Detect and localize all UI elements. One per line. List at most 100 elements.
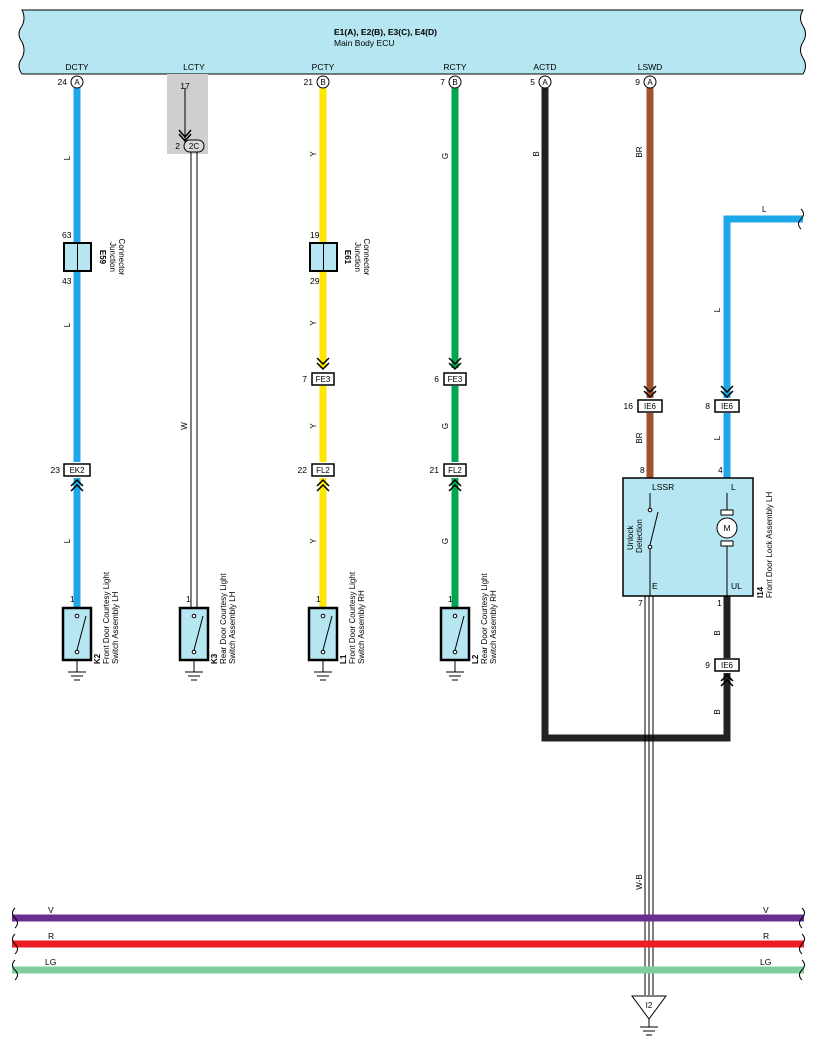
- svg-text:I14: I14: [756, 586, 765, 598]
- pin-num-dcty: 24: [58, 77, 68, 87]
- svg-text:E: E: [652, 581, 658, 591]
- svg-text:43: 43: [62, 276, 72, 286]
- svg-text:FE3: FE3: [448, 375, 463, 384]
- svg-text:Connector: Connector: [362, 239, 371, 276]
- switch-l1: 1 L1 Front Door Courtesy Light Switch As…: [307, 571, 366, 681]
- junction-2c: 2C 2: [175, 129, 205, 153]
- bus-label-v-left: V: [48, 905, 54, 915]
- svg-text:W: W: [180, 422, 189, 430]
- svg-text:1: 1: [448, 594, 453, 604]
- wire-ground-wb: [644, 596, 654, 995]
- svg-text:FL2: FL2: [316, 466, 330, 475]
- svg-text:Connector: Connector: [117, 239, 126, 276]
- svg-text:22: 22: [298, 465, 308, 475]
- terminal-pcty: PCTY: [312, 62, 335, 72]
- wire-actd: [541, 88, 731, 742]
- svg-text:B: B: [532, 151, 541, 156]
- svg-text:1: 1: [186, 594, 191, 604]
- svg-text:L: L: [762, 205, 767, 214]
- svg-text:Junction: Junction: [108, 242, 117, 272]
- pin-num-rcty: 7: [440, 77, 445, 87]
- svg-text:Switch Assembly RH: Switch Assembly RH: [357, 590, 366, 664]
- connector-ek2: EK2 23: [51, 463, 91, 492]
- svg-text:G: G: [441, 153, 450, 159]
- connector-fe3-pcty: FE3 7: [302, 357, 335, 386]
- switch-k3: 1 K3 Rear Door Courtesy Light Switch Ass…: [178, 573, 237, 681]
- pin-num-actd: 5: [530, 77, 535, 87]
- svg-text:EK2: EK2: [69, 466, 85, 475]
- svg-text:LSSR: LSSR: [652, 482, 674, 492]
- svg-text:1: 1: [70, 594, 75, 604]
- lock-assembly-i14: 8 4 7 1 LSSR L E UL Unlock Detection M I…: [622, 465, 774, 608]
- terminal-lcty: LCTY: [183, 62, 205, 72]
- svg-text:1: 1: [717, 598, 722, 608]
- svg-text:L: L: [713, 435, 722, 440]
- bus-label-r-right: R: [763, 931, 769, 941]
- terminal-dcty: DCTY: [65, 62, 88, 72]
- pin-num-lswd: 9: [635, 77, 640, 87]
- svg-text:IE6: IE6: [721, 402, 734, 411]
- svg-text:E61: E61: [343, 250, 352, 265]
- svg-text:IE6: IE6: [644, 402, 657, 411]
- connector-fl2-pcty: FL2 22: [298, 463, 335, 492]
- svg-text:Front Door Lock Assembly LH: Front Door Lock Assembly LH: [765, 492, 774, 598]
- svg-text:Detection: Detection: [635, 519, 644, 553]
- ecu-subtitle: Main Body ECU: [334, 38, 394, 48]
- bus-label-lg-right: LG: [760, 957, 771, 967]
- svg-text:BR: BR: [635, 432, 644, 443]
- svg-text:Y: Y: [309, 423, 318, 429]
- pin-conn-lswd: A: [647, 78, 653, 87]
- pin-conn-pcty: B: [320, 78, 325, 87]
- svg-text:W-B: W-B: [635, 874, 644, 889]
- svg-text:Y: Y: [309, 538, 318, 544]
- ecu-title: E1(A), E2(B), E3(C), E4(D): [334, 27, 437, 37]
- ground-i2: I2: [631, 995, 667, 1036]
- svg-text:Junction: Junction: [353, 242, 362, 272]
- svg-text:7: 7: [302, 374, 307, 384]
- svg-text:FE3: FE3: [316, 375, 331, 384]
- svg-text:I2: I2: [646, 1001, 653, 1010]
- junction-e59: 63 43 E59 Junction Connector: [62, 230, 126, 286]
- svg-text:E59: E59: [98, 250, 107, 265]
- connector-ie6-b: IE6 9: [705, 658, 740, 687]
- connector-ie6-l: IE6 8: [705, 385, 740, 413]
- svg-text:Rear Door Courtesy Light: Rear Door Courtesy Light: [219, 573, 228, 664]
- svg-text:K3: K3: [210, 653, 219, 664]
- svg-text:16: 16: [624, 401, 634, 411]
- wire-lcty: [184, 88, 198, 608]
- bus-label-v-right: V: [763, 905, 769, 915]
- svg-text:M: M: [723, 523, 730, 533]
- pin-num-pcty: 21: [304, 77, 314, 87]
- svg-text:1: 1: [316, 594, 321, 604]
- svg-text:L: L: [63, 538, 72, 543]
- switch-k2: 1 K2 Front Door Courtesy Light Switch As…: [61, 571, 120, 681]
- svg-text:L2: L2: [471, 654, 480, 664]
- svg-text:21: 21: [430, 465, 440, 475]
- ecu-block: E1(A), E2(B), E3(C), E4(D) Main Body ECU…: [18, 9, 806, 75]
- svg-text:Rear Door Courtesy Light: Rear Door Courtesy Light: [480, 573, 489, 664]
- svg-text:B: B: [713, 709, 722, 714]
- ecu-pins: A 24 17 B 21 B 7 A 5 A 9: [58, 75, 657, 91]
- pin-conn-rcty: B: [452, 78, 457, 87]
- svg-text:Unlock: Unlock: [626, 525, 635, 550]
- pin-num-lcty: 17: [180, 81, 190, 91]
- switch-l2: 1 L2 Rear Door Courtesy Light Switch Ass…: [439, 573, 498, 681]
- wire-lock-l-1: [723, 215, 803, 398]
- junction-e61: 19 29 E61 Junction Connector: [309, 230, 371, 286]
- svg-text:9: 9: [705, 660, 710, 670]
- terminal-actd: ACTD: [533, 62, 556, 72]
- bus-lines: [12, 208, 805, 981]
- svg-text:FL2: FL2: [448, 466, 462, 475]
- svg-text:Front Door Courtesy Light: Front Door Courtesy Light: [348, 571, 357, 664]
- bus-label-r-left: R: [48, 931, 54, 941]
- svg-text:Switch Assembly RH: Switch Assembly RH: [489, 590, 498, 664]
- svg-text:8: 8: [705, 401, 710, 411]
- terminal-rcty: RCTY: [443, 62, 466, 72]
- svg-text:G: G: [441, 538, 450, 544]
- svg-text:63: 63: [62, 230, 72, 240]
- svg-text:BR: BR: [635, 146, 644, 157]
- svg-text:2C: 2C: [189, 142, 199, 151]
- svg-text:4: 4: [718, 465, 723, 475]
- svg-text:Front Door Courtesy Light: Front Door Courtesy Light: [102, 571, 111, 664]
